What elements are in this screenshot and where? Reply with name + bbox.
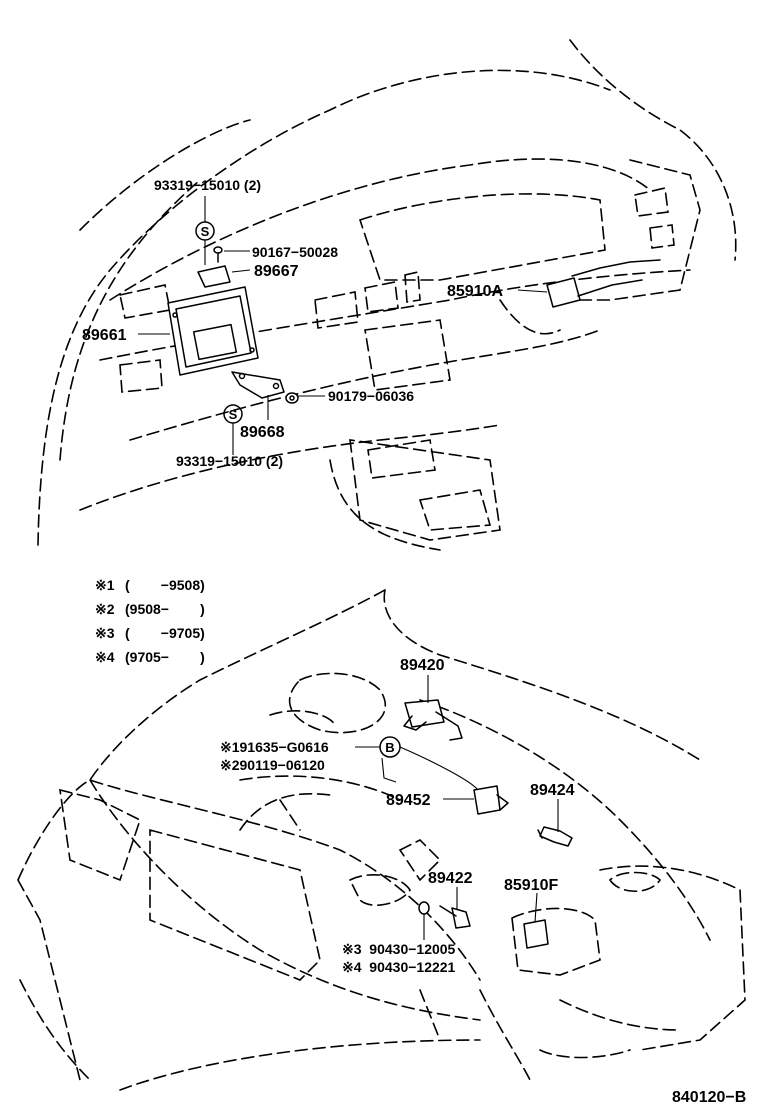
- label-85910a: 85910A: [447, 283, 503, 300]
- label-89422: 89422: [428, 870, 473, 887]
- legend-range-4: (9705− ): [125, 649, 205, 665]
- marker-b: B: [379, 736, 401, 758]
- legend-mark-3: ※3: [95, 625, 115, 641]
- bracket-89667: [197, 246, 231, 288]
- legend-range-1: ( −9508): [125, 577, 205, 593]
- label-90430-12005: ※3 90430−12005: [342, 941, 456, 957]
- relay-85910f: [511, 907, 601, 976]
- label-89452: 89452: [386, 792, 431, 809]
- relay-85910a: [546, 259, 661, 308]
- bracket-89668: [231, 371, 285, 399]
- legend-range-2: (9508− ): [125, 601, 205, 617]
- label-90430-12221: ※4 90430−12221: [342, 959, 456, 975]
- sensor-89424: [537, 826, 573, 847]
- figure-code: 840120−B: [672, 1089, 746, 1106]
- washer-90430: [418, 901, 430, 915]
- label-290119: ※290119−06120: [220, 757, 325, 773]
- label-89424: 89424: [530, 782, 575, 799]
- label-90179: 90179−06036: [328, 388, 414, 404]
- label-90167: 90167−50028: [252, 244, 338, 260]
- vehicle-outline: [17, 589, 746, 1091]
- label-191635: ※191635−G0616: [220, 739, 329, 755]
- marker-b-label: B: [385, 740, 394, 755]
- nut-90179: [285, 392, 299, 404]
- sensor-89420: [403, 699, 463, 741]
- dashboard-outline: [37, 39, 737, 551]
- lower-leaders: [355, 675, 559, 940]
- marker-s-top: S: [195, 221, 215, 241]
- marker-s-bottom: S: [223, 404, 243, 424]
- label-89661: 89661: [82, 327, 127, 344]
- legend-mark-2: ※2: [95, 601, 115, 617]
- legend-mark-4: ※4: [95, 649, 115, 665]
- label-89667: 89667: [254, 263, 299, 280]
- label-89420: 89420: [400, 657, 445, 674]
- sensor-89422: [439, 905, 471, 929]
- label-89668: 89668: [240, 424, 285, 441]
- valve-89452: [473, 785, 509, 815]
- label-93319-bottom: 93319−15010 (2): [176, 453, 283, 469]
- upper-leaders: [138, 196, 548, 455]
- legend-mark-1: ※1: [95, 577, 115, 593]
- legend: ※1 ( −9508) ※2 (9508− ) ※3 ( −9705) ※4 (…: [95, 577, 205, 665]
- marker-s-bottom-label: S: [229, 407, 238, 422]
- ecu-89661: [167, 286, 259, 376]
- label-85910f: 85910F: [504, 877, 558, 894]
- label-93319-top: 93319−15010 (2): [154, 177, 261, 193]
- marker-s-top-label: S: [201, 224, 210, 239]
- legend-range-3: ( −9705): [125, 625, 205, 641]
